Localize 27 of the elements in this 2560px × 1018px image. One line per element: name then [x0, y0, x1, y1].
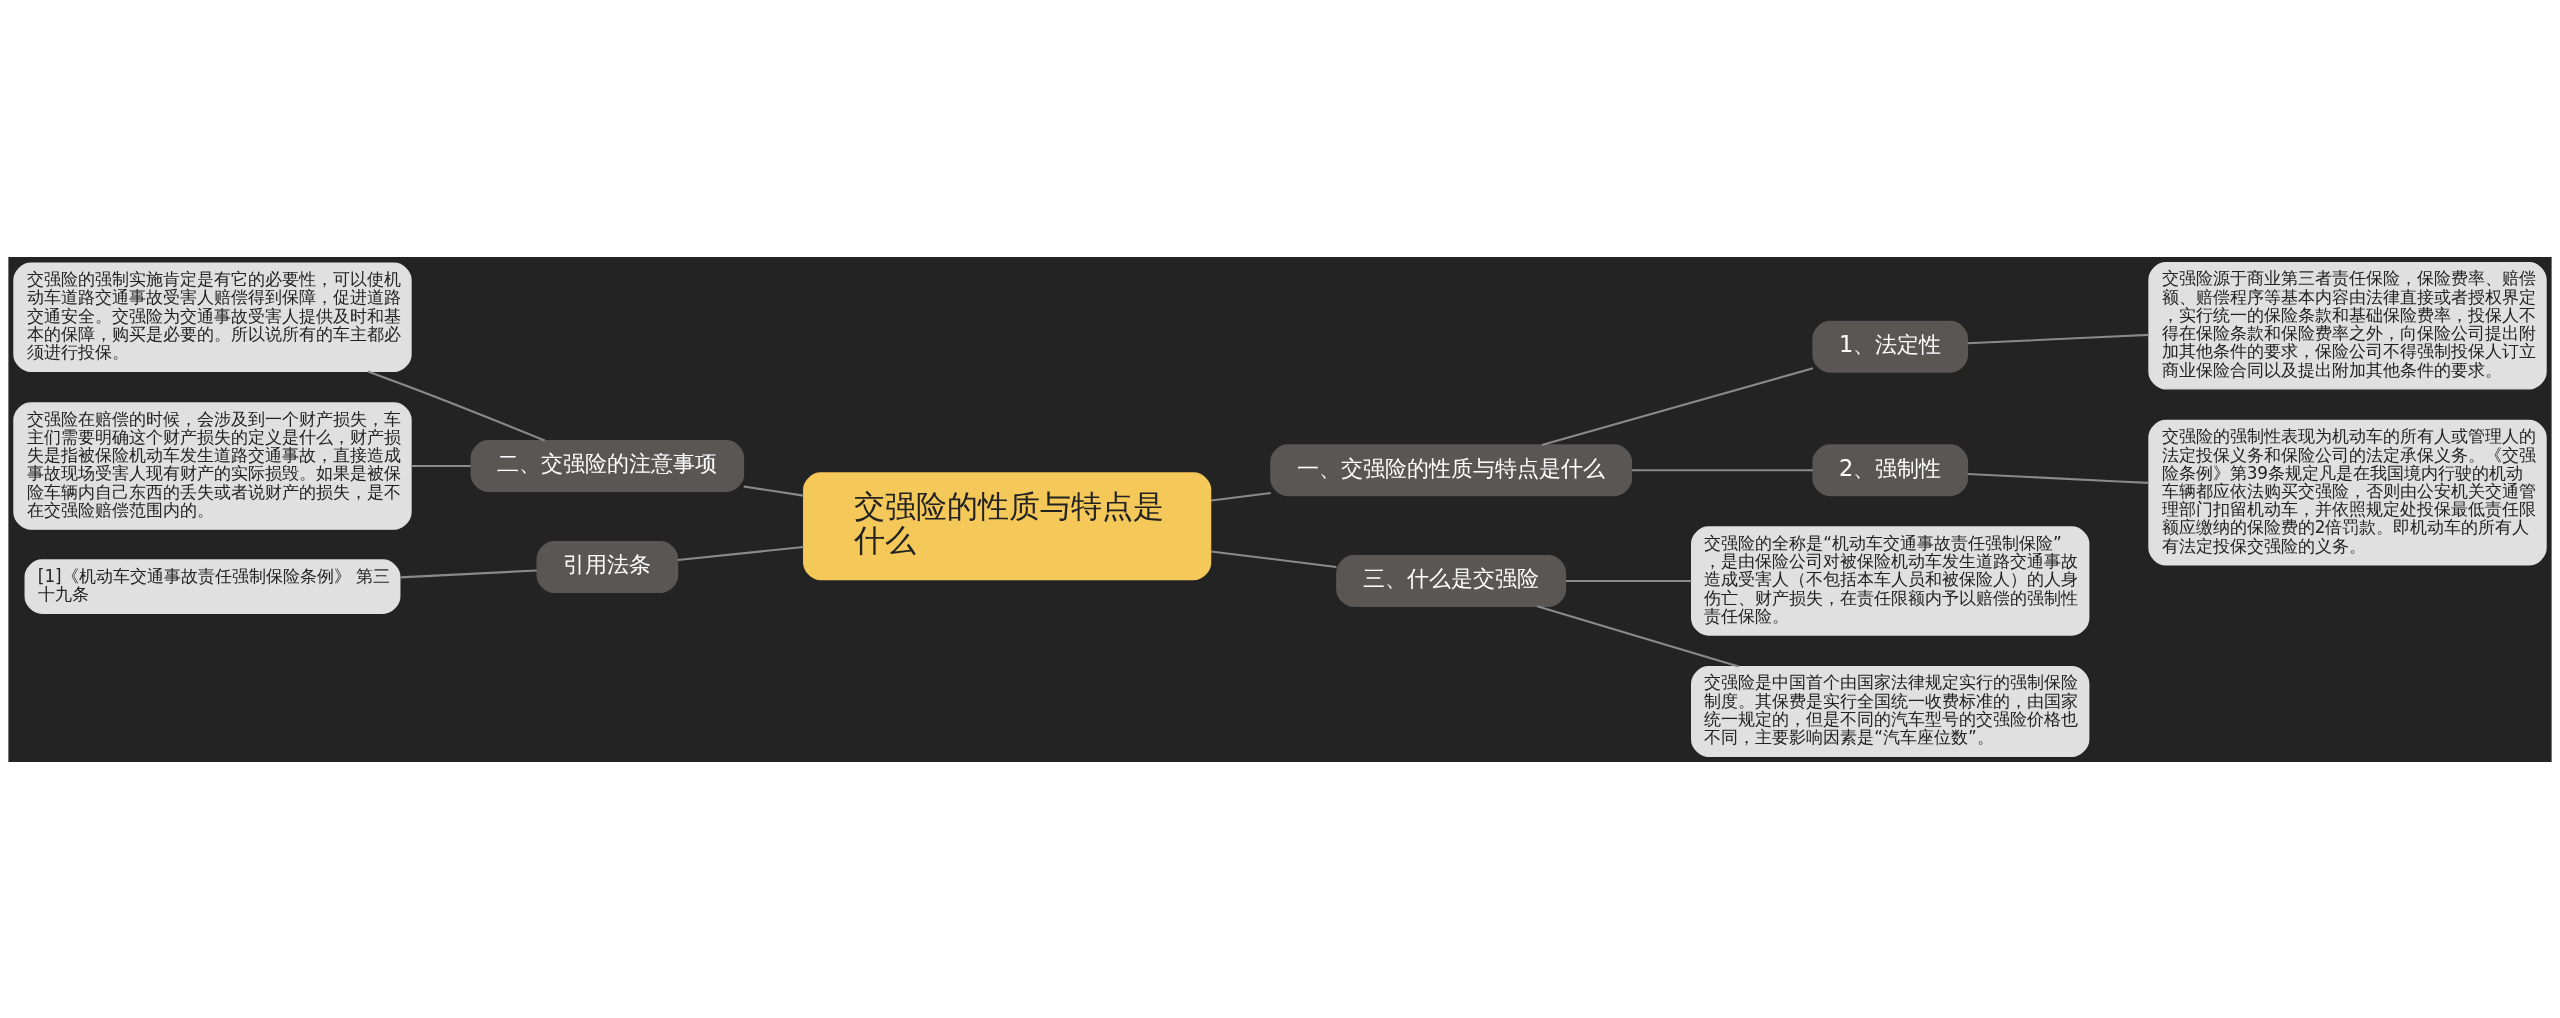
connector [1631, 468, 1813, 471]
connector [1210, 491, 1271, 502]
connector [400, 568, 537, 578]
node-box: 三、什么是交强险 [1336, 554, 1567, 607]
node-box: 交强险的性质与特点是什么 [803, 471, 1212, 580]
connector [1967, 472, 2149, 484]
node-box: 一、交强险的性质与特点是什么 [1270, 443, 1633, 496]
connector [743, 485, 804, 497]
node-box: 交强险源于商业第三者责任保险，保险费率、赔偿额、赔偿程序等基本内容由法律直接或者授权界定，实行统一的保险条款和基础保险费率，投保人不得在保险条款和保险费率之外，向保险公司提出附加其他条件的要求，保险公司不得强制投保人订立商业保险合同以及提出附加其他条件的要求。 [2148, 261, 2547, 390]
node-box: 二、交强险的注意事项 [470, 439, 745, 492]
connector [1210, 549, 1337, 568]
node-box: 交强险的强制实施肯定是有它的必要性，可以使机动车道路交通事故受害人赔偿得到保障，促进道路交通安全。交强险为交通事故受害人提供及时和基本的保障，购买是必要的。所以说所有的车主都必须进行投保。 [13, 262, 412, 372]
connector [1541, 366, 1814, 446]
node-box: 1、法定性 [1812, 320, 1969, 373]
node-box: 2、强制性 [1812, 443, 1969, 496]
node-box: 交强险的全称是“机动车交通事故责任强制保险”，是由保险公司对被保险机动车发生道路交通事故造成受害人（不包括本车人员和被保险人）的人身伤亡、财产损失，在责任限额内予以赔偿的强制性责任保险。 [1691, 525, 2090, 636]
node-box: 引用法条 [536, 540, 679, 593]
node-box: 交强险的强制性表现为机动车的所有人或管理人的法定投保义务和保险公司的法定承保义务。《交强险条例》第39条规定凡是在我国境内行驶的机动车辆都应依法购买交强险，否则由公安机关交通管理部门扣留机动车，并依照规定处投保最低责任限额应缴纳的保险费的2倍罚款。即机动车的所有人有法定投保交强险的义务。 [2148, 419, 2547, 566]
node-box: 交强险是中国首个由国家法律规定实行的强制保险制度。其保费是实行全国统一收费标准的，由国家统一规定的，但是不同的汽车型号的交强险价格也不同，主要影响因素是“汽车座位数”。 [1691, 665, 2090, 757]
connector [1536, 604, 1739, 668]
node-box: [1]《机动车交通事故责任强制保险条例》 第三十九条 [24, 558, 401, 614]
connector [1566, 579, 1692, 582]
connector [367, 370, 546, 442]
connector [411, 464, 471, 467]
node-box: 交强险在赔偿的时候，会涉及到一个财产损失，车主们需要明确这个财产损失的定义是什么，财产损失是指被保险机动车发生道路交通事故，直接造成事故现场受害人现有财产的实际损毁。如果是被保险车辆内自己东西的丢失或者说财产的损失，是不在交强险赔偿范围内的。 [13, 401, 412, 530]
connector [677, 545, 804, 561]
connector [1967, 333, 2149, 344]
